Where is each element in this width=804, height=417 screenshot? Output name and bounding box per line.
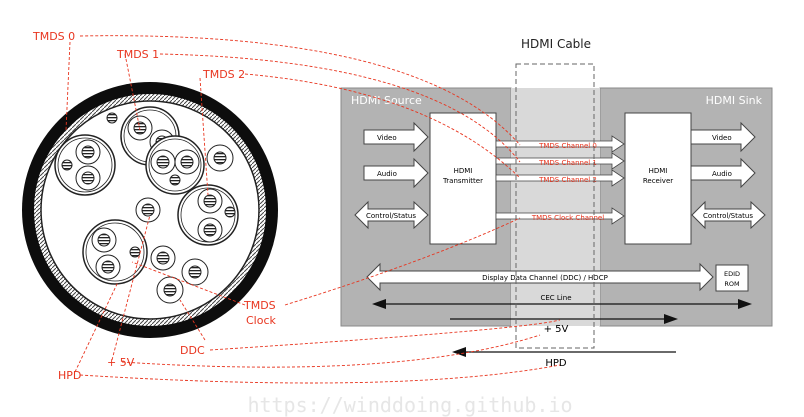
- label-tmds0: TMDS 0: [32, 30, 75, 43]
- label-5v: + 5V: [107, 356, 135, 369]
- leader-tmds2: [244, 73, 521, 179]
- tmds-channel-0: TMDS Channel 0: [495, 135, 625, 153]
- cable-cross-section: [22, 82, 278, 338]
- tmds-clock-channel: TMDS Clock Channel: [495, 207, 625, 225]
- cec-line: CEC Line: [372, 294, 752, 309]
- tmds-clock-pair: [82, 219, 148, 285]
- tmds-channel-2: TMDS Channel 2: [495, 169, 625, 187]
- cable-region: [511, 88, 600, 326]
- label-ddc: DDC: [180, 344, 205, 357]
- svg-text:TMDS Channel 1: TMDS Channel 1: [538, 159, 597, 167]
- ddc-channel: Display Data Channel (DDC) / HDCP: [366, 262, 714, 292]
- edid-rom: EDID ROM: [715, 264, 749, 292]
- leader-lines: [65, 35, 561, 384]
- source-input-control: Control/Status: [354, 200, 429, 230]
- hpd-line: HPD: [452, 347, 676, 369]
- sink-output-control: Control/Status: [691, 200, 766, 230]
- svg-text:Video: Video: [377, 134, 397, 142]
- cable-boundary: [515, 63, 595, 349]
- block-diagram: HDMI Source HDMI Sink HDMI Cable HDMI Tr…: [340, 37, 773, 369]
- svg-text:TMDS Clock Channel: TMDS Clock Channel: [531, 214, 604, 222]
- plus5v-label: + 5V: [544, 324, 569, 335]
- svg-text:Audio: Audio: [377, 170, 397, 178]
- leader-tmds-clock: [284, 217, 521, 306]
- leader-tmds1: [159, 53, 521, 163]
- tmds1b-pair: [145, 135, 205, 195]
- source-input-audio: Audio: [363, 157, 429, 189]
- label-tmds-clock-1: TMDS: [243, 299, 276, 312]
- label-tmds1: TMDS 1: [116, 48, 159, 61]
- receiver-box: [624, 112, 692, 245]
- ddc-wire-b: [150, 245, 209, 304]
- svg-text:ROM: ROM: [724, 280, 739, 288]
- cable-labels: TMDS 0 TMDS 1 TMDS 2 TMDS Clock DDC + 5V…: [32, 30, 277, 382]
- svg-text:Control/Status: Control/Status: [366, 212, 416, 220]
- receiver-label-1: HDMI: [649, 167, 668, 175]
- tmds0-pair: [54, 134, 116, 196]
- tmds2-pair: [177, 184, 239, 246]
- cable-title: HDMI Cable: [521, 37, 591, 51]
- label-tmds-clock-2: Clock: [246, 314, 277, 327]
- source-title: HDMI Source: [351, 94, 422, 107]
- svg-text:Video: Video: [712, 134, 732, 142]
- transmitter-label-2: Transmitter: [442, 177, 483, 185]
- svg-text:Audio: Audio: [712, 170, 732, 178]
- sink-output-video: Video: [690, 121, 756, 153]
- tmds-channel-1: TMDS Channel 1: [495, 152, 625, 170]
- svg-text:EDID: EDID: [724, 270, 740, 278]
- hpd-label: HPD: [545, 358, 567, 369]
- svg-text:Control/Status: Control/Status: [703, 212, 753, 220]
- svg-text:Display Data Channel (DDC) / H: Display Data Channel (DDC) / HDCP: [482, 274, 608, 282]
- receiver-label-2: Receiver: [643, 177, 673, 185]
- hpd-wire: [135, 197, 161, 223]
- svg-text:TMDS Channel 2: TMDS Channel 2: [538, 176, 597, 184]
- sink-title: HDMI Sink: [706, 94, 763, 107]
- ddc-wire-a: [206, 144, 234, 172]
- svg-text:TMDS Channel 0: TMDS Channel 0: [538, 142, 597, 150]
- transmitter-label-1: HDMI: [454, 167, 473, 175]
- source-input-video: Video: [363, 121, 429, 153]
- plus5v-line: + 5V: [450, 314, 678, 335]
- svg-text:CEC Line: CEC Line: [540, 294, 571, 302]
- label-tmds2: TMDS 2: [202, 68, 245, 81]
- label-hpd: HPD: [58, 369, 81, 382]
- leader-hpd: [79, 364, 561, 384]
- leader-tmds0: [79, 35, 521, 146]
- sink-output-audio: Audio: [690, 157, 756, 189]
- watermark-text: https://winddoing.github.io: [247, 393, 572, 417]
- leader-5v: [121, 334, 541, 368]
- leader-ddc: [209, 319, 561, 351]
